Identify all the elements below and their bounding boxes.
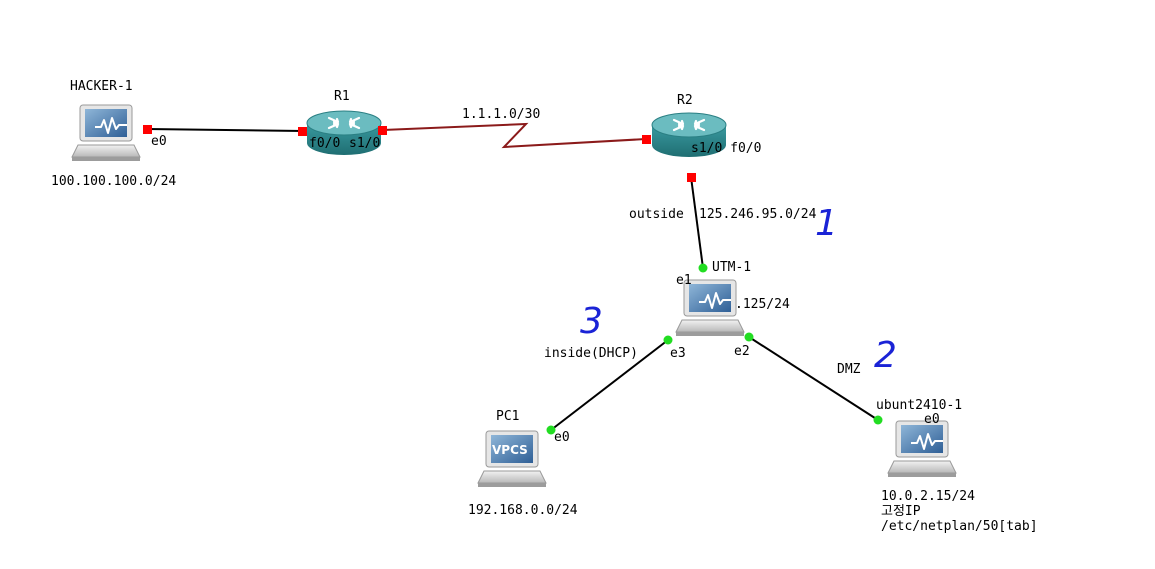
link-hacker1-r1[interactable] bbox=[146, 128, 304, 132]
vpcs-badge: VPCS bbox=[492, 443, 528, 457]
node-ubuntu[interactable] bbox=[887, 420, 957, 478]
hacker1-network: 100.100.100.0/24 bbox=[51, 174, 176, 189]
annotation-one: 1 bbox=[815, 203, 838, 244]
port-status-up bbox=[546, 425, 556, 435]
port-status-down bbox=[143, 125, 152, 134]
port-status-down bbox=[687, 173, 696, 182]
port-status-up bbox=[873, 415, 883, 425]
pc1-name: PC1 bbox=[496, 409, 519, 424]
link-utm1-ubuntu[interactable] bbox=[748, 336, 879, 421]
ubuntu-ip: 10.0.2.15/24 bbox=[881, 489, 975, 504]
annotation-three: 3 bbox=[580, 301, 603, 342]
utm1-ip: .125/24 bbox=[735, 297, 790, 312]
node-pc1[interactable]: VPCS bbox=[477, 430, 547, 488]
port-status-up bbox=[744, 332, 754, 342]
pc1-network: 192.168.0.0/24 bbox=[468, 503, 578, 518]
ubuntu-port-e0: e0 bbox=[924, 412, 940, 427]
r1-r2-subnet-label: 1.1.1.0/30 bbox=[462, 107, 540, 122]
utm1-port-e3: e3 bbox=[670, 346, 686, 361]
node-utm1[interactable] bbox=[675, 279, 745, 337]
ubuntu-note-static-ip: 고정IP bbox=[881, 504, 921, 519]
utm1-port-e2: e2 bbox=[734, 344, 750, 359]
annotation-two: 2 bbox=[874, 335, 897, 376]
link-r2-utm1[interactable] bbox=[690, 176, 704, 269]
hacker1-name: HACKER-1 bbox=[70, 79, 133, 94]
pc1-port-e0: e0 bbox=[554, 430, 570, 445]
link-r1-r2-serial[interactable] bbox=[382, 122, 647, 149]
utm1-port-e1: e1 bbox=[676, 273, 692, 288]
r1-port-f00: f0/0 bbox=[309, 136, 340, 151]
r1-name: R1 bbox=[334, 89, 350, 104]
link-utm1-pc1[interactable] bbox=[550, 339, 669, 431]
ubuntu-name: ubunt2410-1 bbox=[876, 398, 962, 413]
r2-ports: s1/0 f0/0 bbox=[691, 141, 761, 156]
port-status-down bbox=[378, 126, 387, 135]
inside-label: inside(DHCP) bbox=[544, 346, 638, 361]
r1-port-s10: s1/0 bbox=[349, 136, 380, 151]
dmz-label: DMZ bbox=[837, 362, 861, 377]
r2-name: R2 bbox=[677, 93, 693, 108]
utm1-name: UTM-1 bbox=[712, 260, 751, 275]
port-status-up bbox=[663, 335, 673, 345]
port-status-down bbox=[298, 127, 307, 136]
outside-label: outside bbox=[629, 207, 684, 222]
port-status-up bbox=[698, 263, 708, 273]
hacker1-port-e0: e0 bbox=[151, 134, 167, 149]
port-status-down bbox=[642, 135, 651, 144]
node-hacker1[interactable] bbox=[71, 104, 141, 162]
ubuntu-note-netplan: /etc/netplan/50[tab] bbox=[881, 519, 1038, 534]
outside-subnet-label: 125.246.95.0/24 bbox=[699, 207, 817, 222]
